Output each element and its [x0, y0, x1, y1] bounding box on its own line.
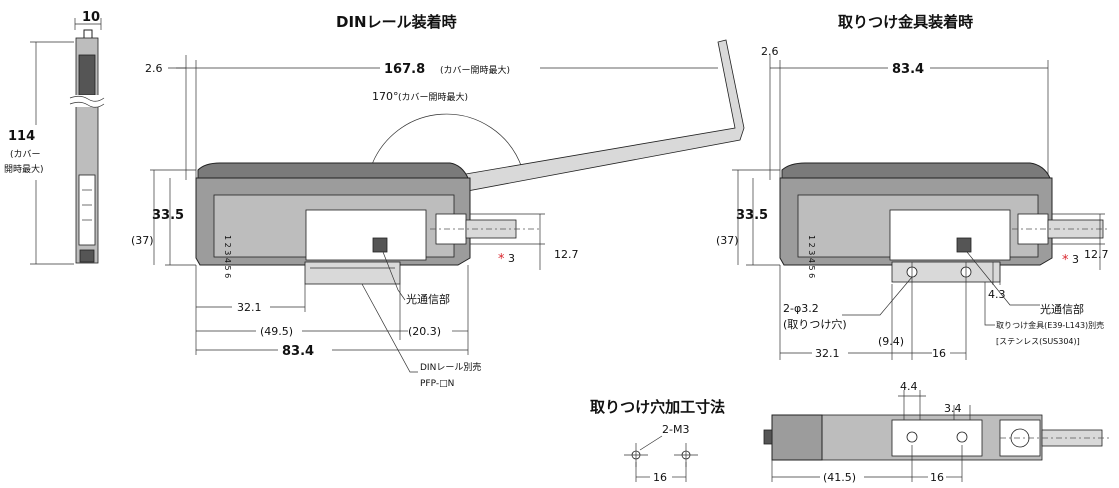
din-view: 167.8 (カバー開時最大) 2.6 170° (カバー開時最大) 1 2 3…: [131, 39, 745, 389]
side-height-label: 114: [8, 129, 35, 144]
bracket-dim-94: (9.4): [878, 335, 904, 348]
din-angle-note: (カバー開時最大): [398, 91, 468, 103]
din-rail: [304, 261, 401, 285]
heading-mounting-holes: 取りつけ穴加工寸法: [590, 398, 725, 416]
bracket-hole-spec: 2-φ3.2: [783, 302, 819, 315]
bottom-dim-34: 3.4: [944, 402, 962, 415]
bottom-dim-44: 4.4: [900, 380, 918, 393]
bracket-height-label: 33.5: [736, 208, 768, 223]
bracket-dim-16: 16: [932, 347, 946, 360]
bracket-label: 取りつけ金具(E39-L143)別売: [996, 320, 1104, 330]
bracket-width-label: 83.4: [892, 62, 924, 77]
bracket-offset-label: 2.6: [761, 45, 779, 58]
din-rail-model: PFP-□N: [420, 379, 454, 389]
bracket-dim-321: 32.1: [815, 347, 840, 360]
din-height-total: (37): [131, 234, 154, 247]
heading-bracket-mount: 取りつけ金具装着時: [838, 13, 973, 31]
din-cable-height: 12.7: [554, 248, 579, 261]
din-offset-label: 2.6: [145, 62, 163, 75]
bracket-note3-num: 3: [1072, 253, 1079, 266]
din-comm-label: 光通信部: [406, 292, 450, 306]
hole-pattern-view: 2-M3 16: [624, 423, 698, 484]
din-note3-mark: *: [498, 252, 505, 267]
hole-pitch-label: 16: [653, 471, 667, 484]
din-dim-203: (20.3): [408, 325, 441, 338]
din-dim-495: (49.5): [260, 325, 293, 338]
bracket-note3-mark: *: [1062, 253, 1069, 268]
din-dim-321: 32.1: [237, 301, 262, 314]
bracket-comm-label: 光通信部: [1040, 302, 1084, 316]
bracket-material: [ステンレス(SUS304)]: [996, 337, 1080, 346]
din-dim-834: 83.4: [282, 344, 314, 359]
heading-din-mount: DINレール装着時: [336, 13, 457, 31]
bottom-view: 4.4 3.4 (41.5) 16: [763, 380, 1110, 484]
din-angle-label: 170°: [372, 90, 399, 103]
side-height-note-1: (カバー: [10, 149, 41, 160]
hole-spec-label: 2-M3: [662, 423, 689, 436]
bottom-dim-16: 16: [930, 471, 944, 484]
bracket-hole-note: (取りつけ穴): [783, 317, 847, 331]
side-height-note-2: 開時最大): [4, 163, 44, 175]
din-width-label: 167.8: [384, 62, 425, 77]
bottom-dim-415: (41.5): [823, 471, 856, 484]
din-comm-area: [305, 209, 427, 261]
din-note3-num: 3: [508, 252, 515, 265]
bracket-dim-43: 4.3: [988, 288, 1006, 301]
side-width-label: 10: [82, 10, 100, 25]
side-view: 10 114 (カバー 開時最大): [4, 10, 105, 265]
din-open-cover: [459, 39, 745, 193]
bracket-view: 83.4 2.6 1 2 3 4 5 6 33.5 (37) 12.7 * 3: [716, 45, 1110, 360]
bracket-indicator-digits: 1 2 3 4 5 6: [807, 235, 816, 278]
din-height-label: 33.5: [152, 208, 184, 223]
din-indicator-digits: 1 2 3 4 5 6: [223, 235, 232, 278]
bracket-cable-height: 12.7: [1084, 248, 1109, 261]
din-rail-label: DINレール別売: [420, 361, 481, 373]
din-width-note: (カバー開時最大): [440, 64, 510, 76]
bracket-height-total: (37): [716, 234, 739, 247]
bracket-comm-area: [889, 209, 1011, 261]
